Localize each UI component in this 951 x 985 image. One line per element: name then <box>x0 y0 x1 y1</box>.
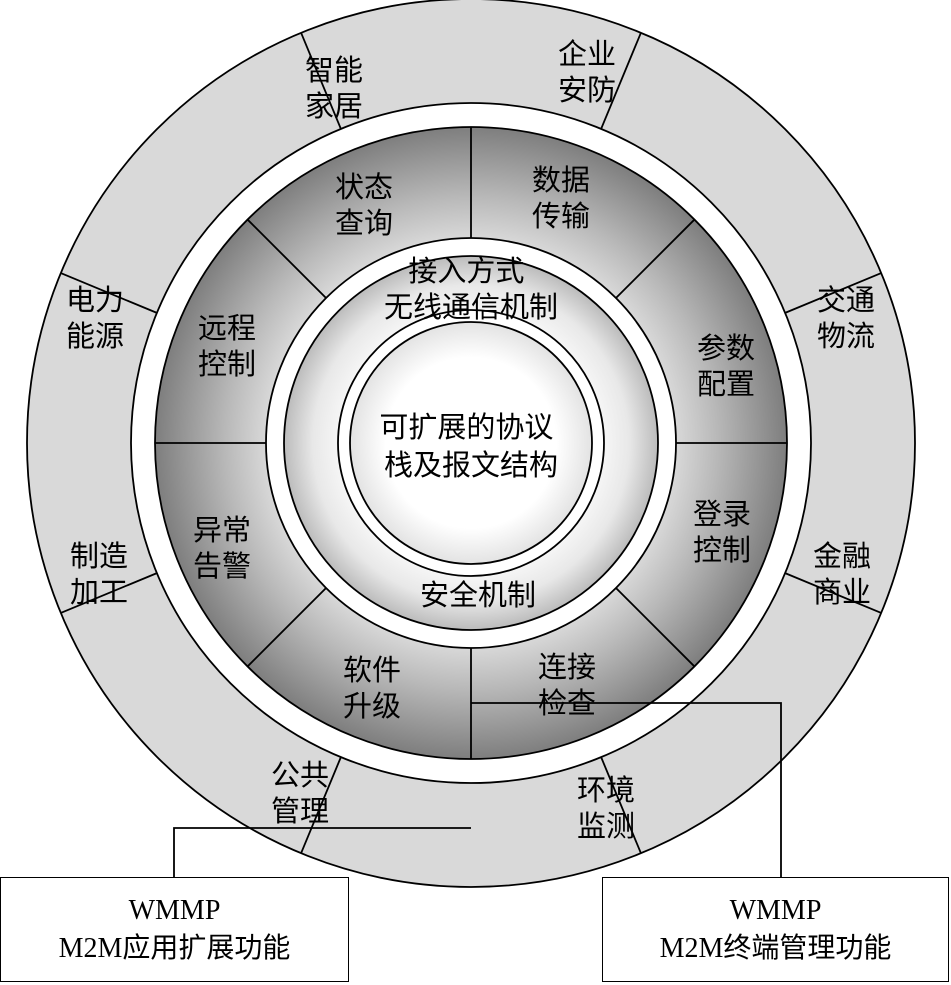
application-label-traffic-logistics: 交通物流 <box>817 283 875 353</box>
center-core <box>349 321 593 565</box>
function-label-line: 软件 <box>343 653 401 687</box>
application-label-public-management: 公共管理 <box>271 758 329 828</box>
function-label-software-upgrade: 软件升级 <box>343 653 401 723</box>
application-label-power-energy: 电力能源 <box>66 283 124 353</box>
function-label-line: 参数 <box>697 331 755 365</box>
application-label-line: 智能 <box>305 53 363 87</box>
function-label-connection-check: 连接检查 <box>538 650 596 720</box>
application-label-line: 公共 <box>271 758 329 792</box>
application-divider <box>784 272 882 314</box>
function-label-data-transfer: 数据传输 <box>532 163 590 233</box>
function-label-line: 告警 <box>193 549 251 583</box>
function-label-line: 配置 <box>697 367 755 401</box>
application-label-line: 电力 <box>66 283 124 317</box>
connector-right <box>471 702 782 878</box>
application-label-line: 物流 <box>817 319 875 353</box>
function-divider <box>615 218 696 299</box>
function-label-remote-control: 远程控制 <box>198 311 256 381</box>
application-label-enterprise-security: 企业安防 <box>558 37 616 107</box>
application-divider <box>300 756 342 854</box>
application-label-line: 家居 <box>305 89 363 123</box>
application-label-finance-commerce: 金融商业 <box>813 539 871 609</box>
application-divider <box>60 272 158 314</box>
application-divider <box>600 32 642 130</box>
function-dividers <box>155 127 787 759</box>
application-label-line: 金融 <box>813 539 871 573</box>
callout-app-extension: WMMP M2M应用扩展功能 <box>0 877 349 982</box>
function-label-line: 远程 <box>198 311 256 345</box>
function-divider <box>615 587 696 668</box>
application-divider <box>300 32 342 130</box>
application-divider <box>600 756 642 854</box>
function-label-line: 状态 <box>335 170 393 204</box>
application-label-line: 监测 <box>577 809 635 843</box>
callout-app-extension-line1: WMMP <box>128 894 221 926</box>
function-label-line: 控制 <box>198 347 256 381</box>
application-label-line: 制造 <box>70 539 128 573</box>
center-label: 可扩展的协议 栈及报文结构 <box>379 410 562 482</box>
function-label-line: 连接 <box>538 650 596 684</box>
application-label-manufacturing: 制造加工 <box>70 539 128 609</box>
callout-terminal-management-line2: M2M终端管理功能 <box>659 932 892 964</box>
connector-left <box>173 827 471 878</box>
callout-app-extension-line2: M2M应用扩展功能 <box>58 932 291 964</box>
application-label-line: 安防 <box>558 73 616 107</box>
application-label-line: 加工 <box>70 575 128 609</box>
callout-terminal-management-line1: WMMP <box>729 894 822 926</box>
function-label-line: 控制 <box>693 533 751 567</box>
function-label-line: 登录 <box>693 497 751 531</box>
function-divider <box>246 587 327 668</box>
function-label-line: 异常 <box>193 513 251 547</box>
application-label-environment-monitoring: 环境监测 <box>577 773 635 843</box>
application-label-line: 环境 <box>577 773 635 807</box>
function-label-exception-alarm: 异常告警 <box>193 513 251 583</box>
function-label-line: 检查 <box>538 686 596 720</box>
function-label-line: 升级 <box>343 689 401 723</box>
function-label-status-query: 状态查询 <box>335 170 393 240</box>
application-divider <box>784 572 882 614</box>
function-label-line: 数据 <box>532 163 590 197</box>
security-mechanism-label: 安全机制 <box>420 578 536 612</box>
callout-terminal-management: WMMP M2M终端管理功能 <box>602 877 949 982</box>
application-label-line: 交通 <box>817 283 875 317</box>
function-label-line: 传输 <box>532 199 590 233</box>
application-divider <box>60 572 158 614</box>
function-label-line: 查询 <box>335 206 393 240</box>
application-dividers <box>60 32 882 854</box>
application-label-line: 管理 <box>271 794 329 828</box>
function-label-param-config: 参数配置 <box>697 331 755 401</box>
application-label-line: 能源 <box>66 319 124 353</box>
function-divider <box>246 218 327 299</box>
access-method-label: 接入方式 无线通信机制 <box>384 254 558 324</box>
application-label-smart-home: 智能家居 <box>305 53 363 123</box>
function-label-login-control: 登录控制 <box>693 497 751 567</box>
application-label-line: 商业 <box>813 575 871 609</box>
application-label-line: 企业 <box>558 37 616 71</box>
